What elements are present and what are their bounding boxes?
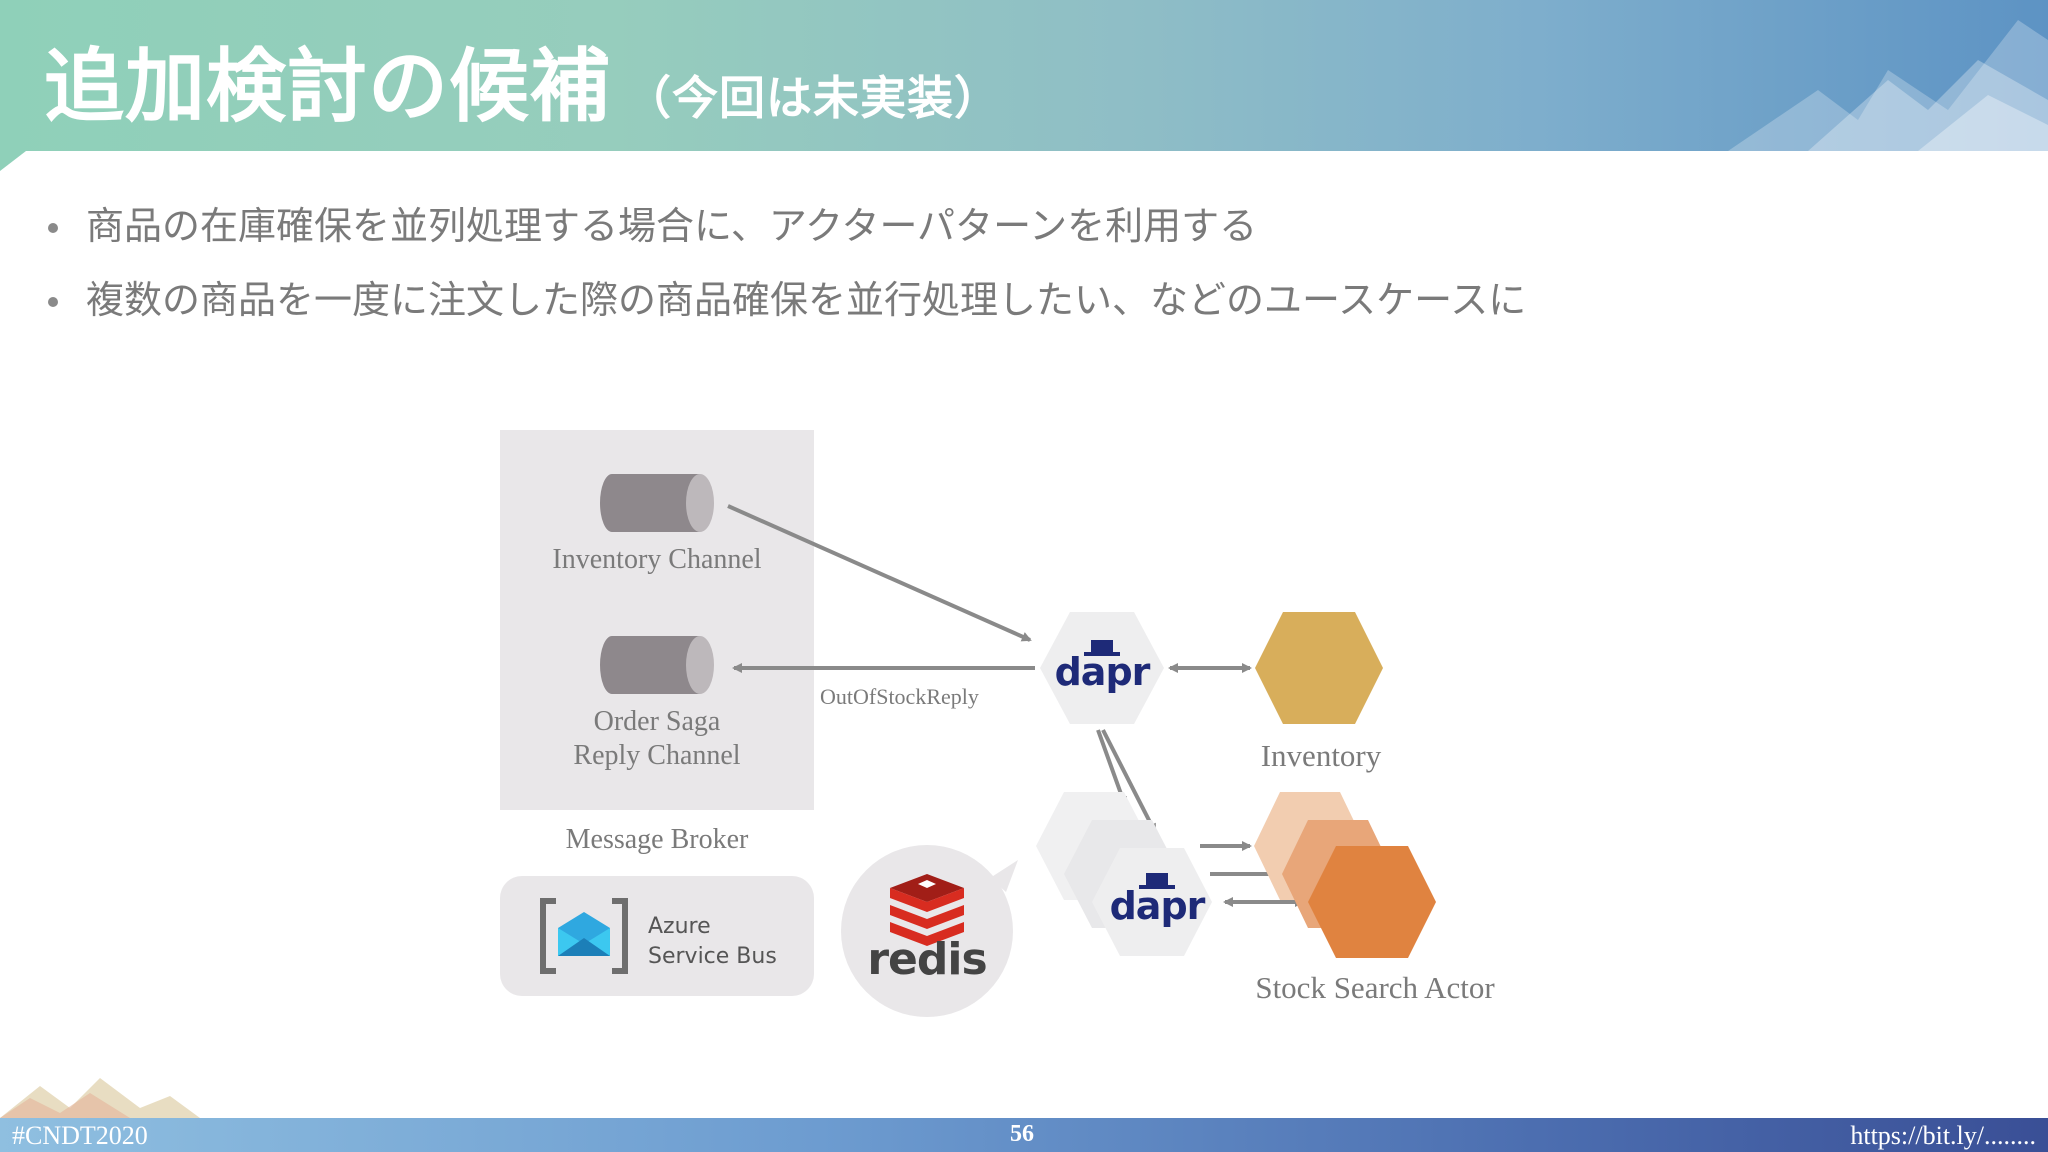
inventory-channel-label: Inventory Channel — [552, 544, 762, 575]
actor-dapr-logo-text: dapr — [1109, 884, 1206, 928]
header-tab-notch — [0, 151, 26, 171]
title-main: 追加検討の候補 — [44, 40, 611, 133]
slide-footer — [0, 1118, 2048, 1152]
footer-url[interactable]: https://bit.ly/........ — [1850, 1121, 2036, 1150]
slide-title: 追加検討の候補 （今回は未実装） — [44, 22, 1001, 138]
azure-service-bus-label: Azure Service Bus — [648, 912, 777, 972]
slide-header: 追加検討の候補 （今回は未実装） — [0, 0, 2048, 151]
mountains-decoration — [1728, 20, 2048, 151]
azure-label-line2: Service Bus — [648, 944, 777, 969]
bullet-item: 複数の商品を一度に注文した際の商品確保を並行処理したい、などのユースケースに — [44, 270, 1526, 344]
message-broker-label: Message Broker — [565, 824, 749, 855]
redis-logo-text: redis — [867, 934, 987, 985]
dapr-logo-text: dapr — [1054, 650, 1151, 694]
reply-channel-label-line1: Order Saga — [593, 706, 721, 737]
stock-search-actor-stack — [1254, 792, 1436, 958]
reply-channel-label-line2: Reply Channel — [573, 740, 741, 771]
title-subtitle: （今回は未実装） — [625, 71, 1001, 125]
redis-bubble — [841, 845, 1018, 1017]
page-number: 56 — [1010, 1121, 1034, 1147]
footer-hashtag: #CNDT2020 — [12, 1121, 148, 1150]
arrow-dapr-to-actor-dapr-2 — [1101, 729, 1157, 834]
stock-search-actor-label: Stock Search Actor — [1255, 970, 1495, 1005]
azure-service-bus-box: Azure Service Bus — [500, 876, 814, 996]
bullet-item: 商品の在庫確保を並列処理する場合に、アクターパターンを利用する — [44, 196, 1526, 270]
inventory-channel-cylinder — [600, 474, 714, 532]
actor-dapr-stack — [1036, 792, 1212, 956]
dapr-hexagon — [1040, 612, 1164, 724]
azure-service-bus-icon — [540, 898, 628, 974]
footer-mountains-decoration — [0, 1078, 200, 1118]
azure-label-line1: Azure — [648, 914, 711, 939]
arrow-channel-to-dapr — [727, 504, 1032, 642]
inventory-label: Inventory — [1260, 738, 1382, 773]
out-of-stock-reply-label: OutOfStockReply — [820, 684, 979, 709]
reply-channel-cylinder — [600, 636, 714, 694]
inventory-hexagon — [1255, 612, 1383, 724]
bullet-list: 商品の在庫確保を並列処理する場合に、アクターパターンを利用する 複数の商品を一度… — [44, 196, 1526, 344]
